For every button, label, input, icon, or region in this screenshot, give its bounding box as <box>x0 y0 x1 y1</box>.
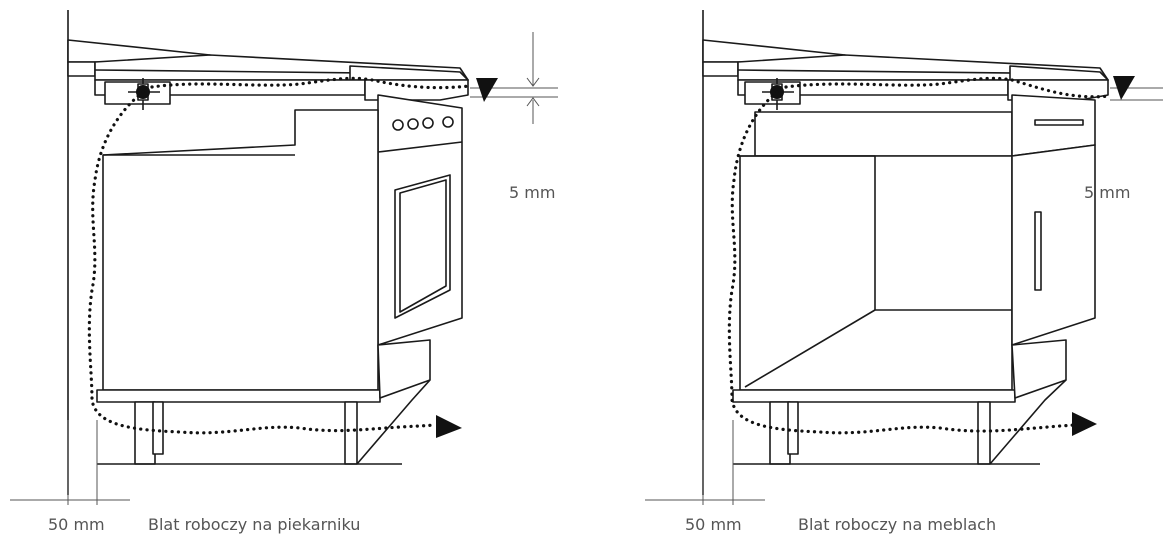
right-drawer-band <box>754 111 1013 157</box>
right-airflow-arrow-in-icon <box>1072 412 1097 436</box>
door-handle-icon <box>1034 211 1042 291</box>
right-base-side <box>1011 339 1067 399</box>
knob-icon <box>442 116 454 128</box>
left-airflow-path <box>87 76 472 435</box>
left-oven-window-inner <box>399 179 447 313</box>
right-leg <box>787 401 799 455</box>
right-airflow-arrow-out-icon <box>1113 76 1135 100</box>
right-leg <box>769 401 791 465</box>
right-cabinet-door <box>1011 144 1096 346</box>
right-gap-label: 5 mm <box>1084 183 1130 202</box>
right-cabinet-body <box>739 155 1013 391</box>
left-gap-label: 5 mm <box>509 183 555 202</box>
left-figure: 5 mm 50 mm Blat roboczy na piekarniku <box>10 10 558 534</box>
right-cabinet-inner-floor <box>744 309 876 388</box>
left-airflow-arrow-in-icon <box>436 415 462 438</box>
right-wall-gap-label: 50 mm <box>685 515 742 534</box>
left-airflow-arrow-out-icon <box>476 78 498 102</box>
knob-icon <box>422 117 434 129</box>
knob-icon <box>392 119 404 131</box>
right-figure: 5 mm 50 mm Blat roboczy na meblach <box>645 10 1163 534</box>
right-caption: Blat roboczy na meblach <box>798 515 996 534</box>
right-leg <box>977 401 991 465</box>
knob-icon <box>407 118 419 130</box>
left-wall-gap-label: 50 mm <box>48 515 105 534</box>
left-caption: Blat roboczy na piekarniku <box>148 515 360 534</box>
left-oven-window <box>394 174 451 319</box>
right-base-diagonal <box>989 379 1067 465</box>
left-leg <box>344 401 358 465</box>
right-plinth <box>732 389 1016 403</box>
right-cabinet-inner-back <box>740 155 1012 311</box>
left-leg <box>152 401 164 455</box>
left-leg <box>134 401 156 465</box>
left-plinth <box>96 389 381 403</box>
left-control-panel-divider <box>377 141 463 153</box>
right-airflow-path <box>727 76 1112 435</box>
drawer-handle-icon <box>1034 119 1084 126</box>
left-oven-body <box>102 109 379 391</box>
right-rear-block <box>702 61 739 77</box>
left-rear-block <box>67 61 96 77</box>
left-base-diagonal <box>356 379 431 465</box>
right-worktop-right <box>1007 79 1109 101</box>
